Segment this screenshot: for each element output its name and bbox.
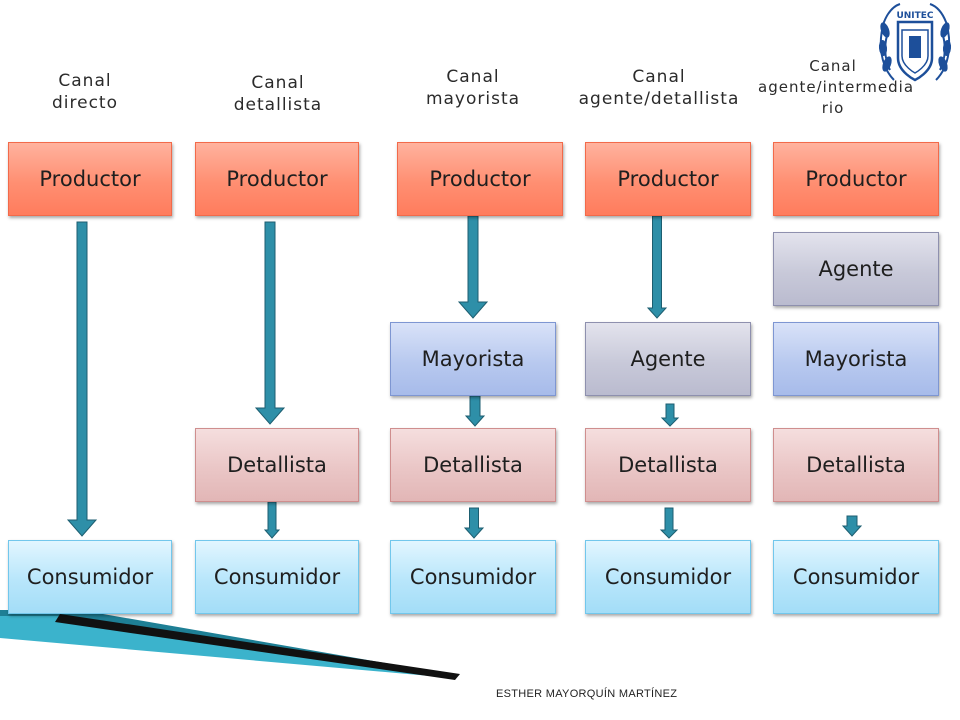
- down-arrow: [254, 221, 286, 425]
- down-arrow: [464, 395, 486, 427]
- down-arrow: [841, 515, 863, 537]
- node-productor: Productor: [773, 142, 939, 216]
- node-productor: Productor: [8, 142, 172, 216]
- node-consumidor: Consumidor: [390, 540, 556, 614]
- down-arrow: [66, 221, 98, 537]
- down-arrow: [263, 501, 281, 539]
- node-detallista: Detallista: [773, 428, 939, 502]
- node-productor: Productor: [397, 142, 563, 216]
- node-consumidor: Consumidor: [585, 540, 751, 614]
- node-agente: Agente: [773, 232, 939, 306]
- down-arrow: [646, 215, 668, 319]
- down-arrow: [659, 507, 679, 539]
- decorative-ribbon: [0, 610, 460, 680]
- node-consumidor: Consumidor: [195, 540, 359, 614]
- node-detallista: Detallista: [390, 428, 556, 502]
- down-arrow: [463, 507, 485, 539]
- author-footer: ESTHER MAYORQUÍN MARTÍNEZ: [496, 688, 678, 700]
- node-agente: Agente: [585, 322, 751, 396]
- node-mayorista: Mayorista: [773, 322, 939, 396]
- svg-text:UNITEC: UNITEC: [896, 11, 933, 21]
- node-mayorista: Mayorista: [390, 322, 556, 396]
- node-productor: Productor: [195, 142, 359, 216]
- down-arrow: [457, 215, 489, 319]
- unitec-logo-icon: UNITEC: [878, 3, 952, 82]
- node-detallista: Detallista: [585, 428, 751, 502]
- node-consumidor: Consumidor: [773, 540, 939, 614]
- down-arrow: [660, 403, 680, 427]
- node-consumidor: Consumidor: [8, 540, 172, 614]
- node-productor: Productor: [585, 142, 751, 216]
- node-detallista: Detallista: [195, 428, 359, 502]
